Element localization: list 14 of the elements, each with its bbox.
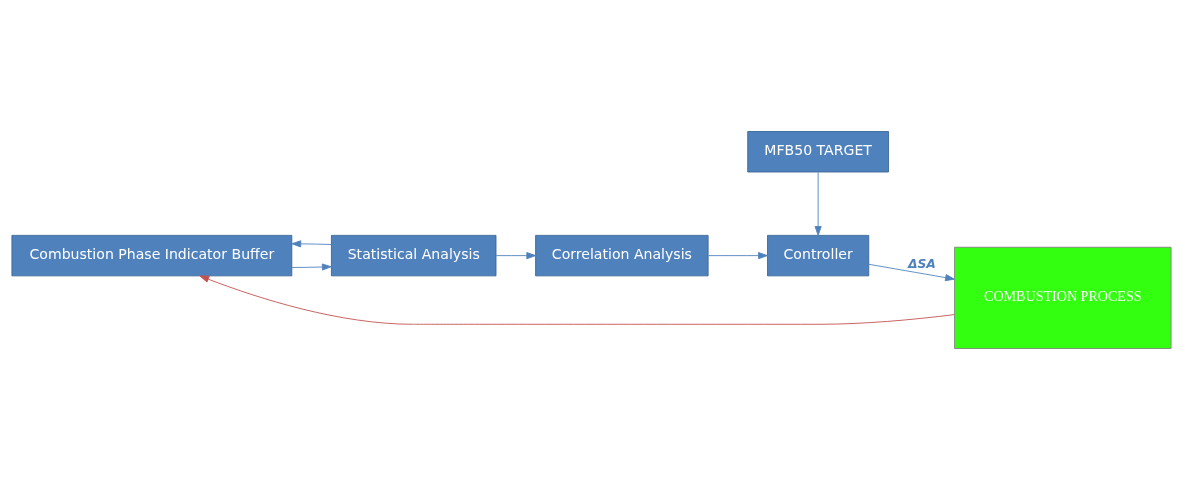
arrow <box>814 171 822 236</box>
arrow <box>495 251 537 259</box>
node-box: Combustion Phase Indicator Buffer <box>11 234 293 276</box>
node-box: MFB50 TARGET <box>747 130 889 172</box>
node-box: Correlation Analysis <box>535 234 709 276</box>
arrow <box>707 251 768 259</box>
arrow <box>291 239 332 247</box>
edge-label: ΔSA <box>907 256 936 271</box>
node-box: Statistical Analysis <box>330 234 497 276</box>
node-box: Controller <box>767 234 870 276</box>
node-box: COMBUSTION PROCESS <box>954 246 1172 349</box>
arrow <box>291 263 332 270</box>
arrow <box>868 263 955 281</box>
arrow <box>199 275 955 325</box>
